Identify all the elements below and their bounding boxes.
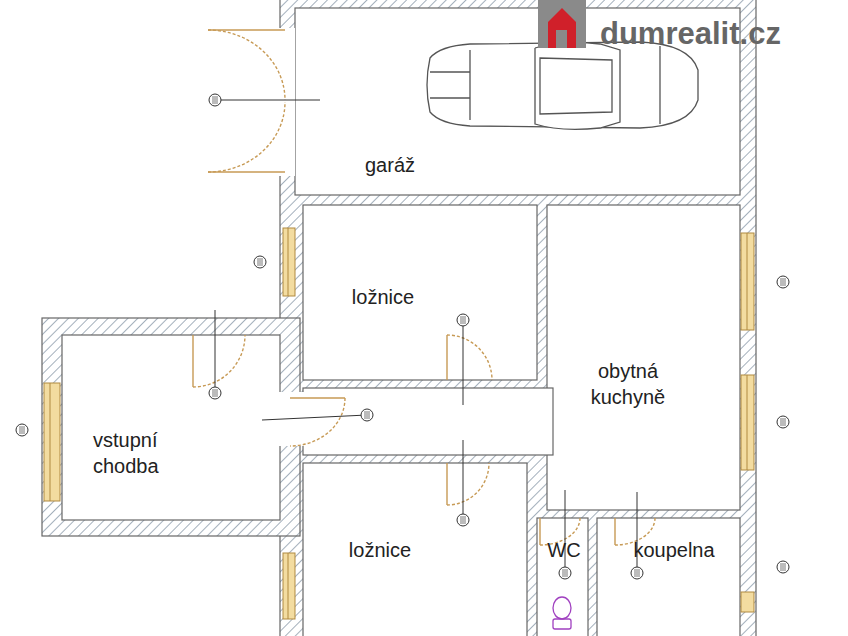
mark-hatch — [460, 321, 466, 322]
mark-hatch — [780, 568, 786, 569]
mark-hatch — [212, 97, 218, 98]
leader-line — [262, 415, 367, 420]
mark-hatch — [212, 101, 218, 102]
mark-hatch — [460, 317, 466, 318]
mark-hatch — [212, 392, 218, 393]
mark-hatch — [212, 396, 218, 397]
room: ložnice — [303, 463, 527, 636]
mark-hatch — [562, 572, 568, 573]
room: WC — [537, 518, 588, 636]
mark-hatch — [780, 421, 786, 422]
doors — [193, 28, 655, 545]
room-name: ložnice — [352, 284, 414, 310]
room-name: ložnice — [349, 537, 411, 563]
mark-hatch — [562, 574, 568, 575]
toilet — [553, 597, 571, 629]
mark-hatch — [780, 570, 786, 571]
mark-hatch — [460, 323, 466, 324]
mark-hatch — [780, 279, 786, 280]
room-floors — [62, 8, 740, 636]
mark-hatch — [212, 103, 218, 104]
mark-hatch — [460, 519, 466, 520]
section-mark — [254, 256, 266, 268]
section-mark — [16, 424, 28, 436]
mark-hatch — [257, 259, 263, 260]
section-mark — [559, 567, 571, 579]
mark-hatch — [460, 523, 466, 524]
mark-hatch — [780, 425, 786, 426]
mark-hatch — [780, 285, 786, 286]
section-mark — [777, 416, 789, 428]
room: vstupní chodba — [62, 335, 280, 520]
mark-hatch — [364, 412, 370, 413]
mark-hatch — [634, 574, 640, 575]
room: ložnice — [303, 205, 537, 380]
leader-line — [463, 440, 464, 520]
room-name: garáž — [365, 152, 415, 178]
mark-hatch — [212, 99, 218, 100]
mark-hatch — [780, 564, 786, 565]
mark-hatch — [257, 263, 263, 264]
room: obytná kuchyně — [547, 205, 740, 510]
walls — [42, 0, 756, 636]
mark-hatch — [212, 394, 218, 395]
opening — [546, 389, 552, 454]
logo-mark — [538, 0, 586, 48]
mark-hatch — [364, 414, 370, 415]
mark-hatch — [257, 265, 263, 266]
windows — [44, 228, 754, 619]
mark-hatch — [634, 576, 640, 577]
mark-hatch — [780, 566, 786, 567]
section-mark — [631, 567, 643, 579]
section-mark — [777, 276, 789, 288]
room-name: koupelna — [633, 537, 714, 563]
mark-hatch — [780, 281, 786, 282]
mark-hatch — [19, 427, 25, 428]
mark-hatch — [19, 431, 25, 432]
section-mark — [361, 409, 373, 421]
mark-hatch — [460, 319, 466, 320]
mark-hatch — [364, 416, 370, 417]
mark-hatch — [780, 419, 786, 420]
mark-hatch — [460, 517, 466, 518]
mark-hatch — [364, 418, 370, 419]
mark-hatch — [19, 429, 25, 430]
section-mark — [209, 387, 221, 399]
watermark: dumrealit.cz — [600, 16, 781, 52]
mark-hatch — [634, 572, 640, 573]
section-marks — [16, 94, 789, 579]
leader-line — [463, 320, 464, 405]
room-name: vstupní chodba — [93, 427, 203, 479]
mark-hatch — [212, 390, 218, 391]
mark-hatch — [634, 570, 640, 571]
mark-hatch — [780, 423, 786, 424]
section-mark — [777, 561, 789, 573]
mark-hatch — [19, 433, 25, 434]
room-name: obytná kuchyně — [568, 358, 688, 410]
leader-line — [215, 100, 320, 101]
mark-hatch — [257, 261, 263, 262]
mark-hatch — [780, 283, 786, 284]
mark-hatch — [562, 570, 568, 571]
room: koupelna — [597, 518, 740, 636]
section-mark — [209, 94, 221, 106]
car — [427, 42, 698, 129]
section-mark — [457, 514, 469, 526]
room-name: WC — [547, 537, 580, 563]
leader-line — [215, 310, 216, 393]
mark-hatch — [562, 576, 568, 577]
mark-hatch — [460, 521, 466, 522]
section-mark — [457, 314, 469, 326]
